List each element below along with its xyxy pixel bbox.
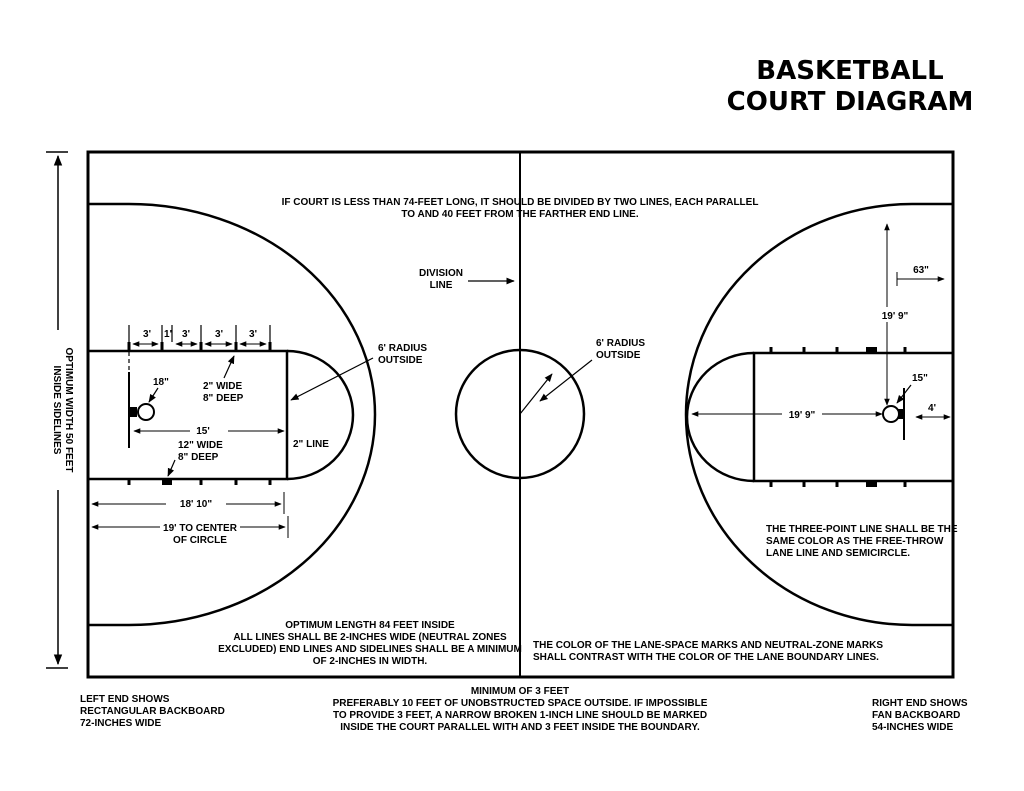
bottom-left-note-1: LEFT END SHOWS — [80, 694, 170, 705]
three-point-note-1: THE THREE-POINT LINE SHALL BE THE — [766, 524, 958, 535]
optimum-length-3: EXCLUDED) END LINES AND SIDELINES SHALL … — [218, 644, 522, 655]
bottom-left-note-3: 72-INCHES WIDE — [80, 718, 161, 729]
right-basket — [882, 388, 905, 440]
left-radius-label-1: 6' RADIUS — [378, 343, 427, 354]
center-radius-label-1: 6' RADIUS — [596, 338, 645, 349]
mark-wide-bottom-2: 8" DEEP — [178, 452, 219, 463]
optimum-length-2: ALL LINES SHALL BE 2-INCHES WIDE (NEUTRA… — [233, 632, 507, 643]
top-note-2: TO AND 40 FEET FROM THE FARTHER END LINE… — [401, 209, 638, 220]
side-label-2: INSIDE SIDELINES — [51, 366, 62, 455]
lane-mark-label: 1' — [164, 329, 172, 340]
mark-wide-top-1: 2" WIDE — [203, 381, 243, 392]
left-basket — [128, 352, 155, 448]
dim-15: 15" — [912, 373, 928, 384]
three-point-note-3: LANE LINE AND SEMICIRCLE. — [766, 548, 910, 559]
free-throw-semicircle-left — [286, 349, 355, 481]
top-note-1: IF COURT IS LESS THAN 74-FEET LONG, IT S… — [282, 197, 759, 208]
left-radius-label-2: OUTSIDE — [378, 355, 423, 366]
lane-contrast-1: THE COLOR OF THE LANE-SPACE MARKS AND NE… — [533, 640, 883, 651]
bottom-right-note-2: FAN BACKBOARD — [872, 710, 960, 721]
lane-mark-label: 3' — [215, 329, 223, 340]
lane-mark-label: 3' — [249, 329, 257, 340]
dim-19-9-top: 19' 9" — [882, 311, 909, 322]
mark-wide-bottom-1: 12" WIDE — [178, 440, 223, 451]
dim-4: 4' — [928, 403, 936, 414]
dim-19-center-2: OF CIRCLE — [173, 535, 227, 546]
title-line-1: BASKETBALL — [756, 56, 943, 86]
center-radius-label-2: OUTSIDE — [596, 350, 641, 361]
lane-right — [752, 351, 953, 483]
division-line-label-1: DIVISION — [419, 268, 463, 279]
lane-mark-label: 3' — [143, 329, 151, 340]
lane-contrast-2: SHALL CONTRAST WITH THE COLOR OF THE LAN… — [533, 652, 879, 663]
basket-size-label: 18" — [153, 377, 169, 388]
three-point-note-2: SAME COLOR AS THE FREE-THROW — [766, 536, 944, 547]
three-point-arc-left — [128, 202, 377, 627]
bottom-center-note-4: INSIDE THE COURT PARALLEL WITH AND 3 FEE… — [340, 722, 700, 733]
bottom-center-note-2: PREFERABLY 10 FEET OF UNOBSTRUCTED SPACE… — [333, 698, 708, 709]
width-dimension: OPTIMUM WIDTH 50 FEET INSIDE SIDELINES — [46, 151, 74, 669]
side-label-1: OPTIMUM WIDTH 50 FEET — [63, 348, 74, 473]
free-throw-semicircle-right — [685, 351, 755, 483]
lane-mark-dimensions: 3' 1' 3' 3' 3' — [128, 325, 271, 347]
bottom-center-note-1: MINIMUM OF 3 FEET — [471, 686, 569, 697]
dim-19-9-mid: 19' 9" — [789, 410, 816, 421]
title-line-2: COURT DIAGRAM — [727, 87, 974, 117]
two-inch-line-label: 2" LINE — [293, 439, 329, 450]
lane-left — [86, 349, 289, 481]
basket-ring-left — [137, 403, 155, 421]
bottom-center-note-3: TO PROVIDE 3 FEET, A NARROW BROKEN 1-INC… — [333, 710, 707, 721]
bottom-left-note-2: RECTANGULAR BACKBOARD — [80, 706, 225, 717]
bottom-right-note-1: RIGHT END SHOWS — [872, 698, 968, 709]
optimum-length-4: OF 2-INCHES IN WIDTH. — [313, 656, 428, 667]
optimum-length-1: OPTIMUM LENGTH 84 FEET INSIDE — [285, 620, 455, 631]
mark-wide-top-2: 8" DEEP — [203, 393, 244, 404]
dim-63: 63" — [913, 265, 929, 276]
bottom-right-note-3: 54-INCHES WIDE — [872, 722, 953, 733]
court-lines — [86, 150, 955, 679]
dim-18-10: 18' 10" — [180, 499, 212, 510]
lane-length-label: 15' — [196, 426, 210, 437]
basket-ring-right — [882, 405, 900, 423]
dim-19-center-1: 19' TO CENTER — [163, 523, 238, 534]
lane-mark-label: 3' — [182, 329, 190, 340]
center-circle — [454, 348, 586, 480]
division-line-label-2: LINE — [430, 280, 453, 291]
